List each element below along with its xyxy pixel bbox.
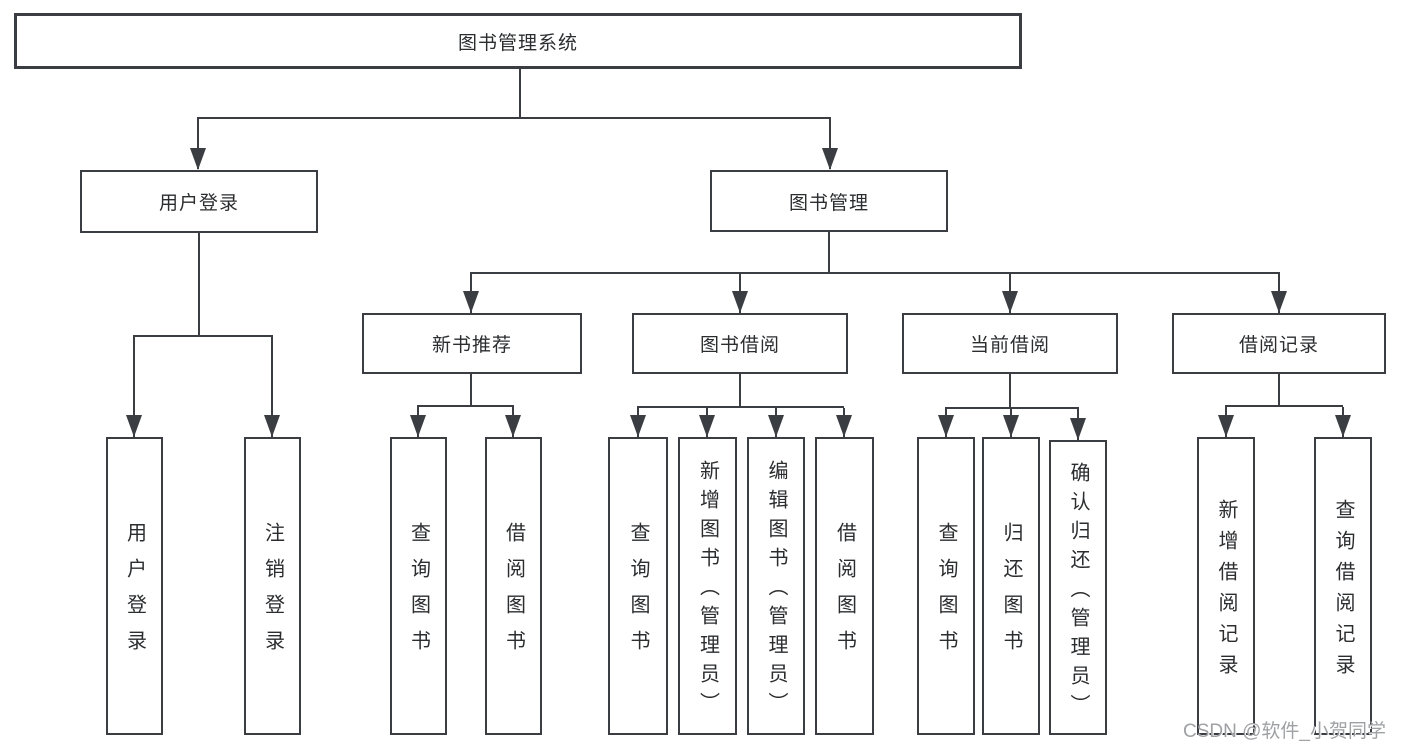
leaf-query-borrow-record: 查询借阅记录 (1314, 437, 1372, 735)
connector-line (470, 272, 1280, 274)
leaf-query-books: 查询图书 (608, 437, 668, 735)
leaf-label: 归还图书 (1000, 522, 1022, 666)
connector-line (470, 374, 472, 405)
connector-line (519, 69, 521, 119)
arrow-down-icon (1218, 415, 1234, 437)
arrow-down-icon (505, 415, 521, 437)
node-label: 借阅记录 (1238, 335, 1319, 356)
arrow-down-icon (630, 415, 646, 437)
leaf-label: 编辑图书（管理员） (765, 460, 787, 721)
node-label: 新书推荐 (431, 335, 512, 356)
arrow-down-icon (1002, 291, 1018, 313)
leaf-label: 查询借阅记录 (1332, 498, 1354, 685)
connector-line (197, 119, 199, 169)
arrow-down-icon (1335, 415, 1351, 437)
arrow-down-icon (126, 415, 142, 437)
leaf-label: 借阅图书 (502, 522, 525, 666)
connector-line (133, 335, 273, 337)
arrow-down-icon (463, 291, 479, 313)
node-book-borrowing: 图书借阅 (632, 313, 848, 374)
leaf-label: 查询图书 (407, 522, 430, 666)
arrow-down-icon (699, 415, 715, 437)
connector-line (133, 337, 135, 437)
arrow-down-icon (938, 415, 954, 437)
leaf-label: 新增图书（管理员） (696, 460, 719, 721)
leaf-query-books: 查询图书 (390, 437, 447, 735)
connector-line (829, 119, 831, 169)
arrow-down-icon (1003, 415, 1019, 437)
arrow-down-icon (732, 291, 748, 313)
node-current-borrowing: 当前借阅 (902, 313, 1118, 374)
leaf-confirm-return-admin: 确认归还（管理员） (1049, 440, 1107, 735)
connector-line (271, 337, 273, 437)
connector-line (828, 232, 830, 272)
connector-line (197, 117, 831, 119)
node-new-book-recommend: 新书推荐 (362, 313, 582, 374)
node-label: 图书借阅 (699, 335, 780, 356)
arrow-down-icon (836, 415, 852, 437)
arrow-down-icon (822, 148, 838, 170)
leaf-user-login: 用户登录 (106, 437, 163, 735)
leaf-label: 确认归还（管理员） (1067, 461, 1089, 723)
connector-line (1009, 374, 1011, 407)
node-label: 当前借阅 (969, 335, 1050, 356)
connector-line (1278, 374, 1280, 405)
leaf-add-borrow-record: 新增借阅记录 (1197, 437, 1255, 735)
arrow-down-icon (264, 415, 280, 437)
leaf-label: 查询图书 (627, 522, 649, 666)
leaf-query-books: 查询图书 (917, 437, 975, 735)
leaf-return-books: 归还图书 (982, 437, 1040, 735)
leaf-label: 借阅图书 (833, 522, 856, 666)
node-label: 用户登录 (158, 193, 239, 214)
arrow-down-icon (1271, 291, 1287, 313)
connector-line (1225, 405, 1343, 407)
leaf-label: 注销登录 (261, 522, 284, 666)
arrow-down-icon (768, 415, 784, 437)
leaf-borrow-books: 借阅图书 (485, 437, 542, 735)
leaf-borrow-books: 借阅图书 (815, 437, 874, 735)
node-user-login: 用户登录 (80, 170, 318, 233)
connector-line (198, 233, 200, 335)
leaf-add-books-admin: 新增图书（管理员） (678, 437, 737, 735)
node-book-management: 图书管理 (710, 170, 948, 232)
connector-line (637, 406, 844, 408)
connector-line (945, 407, 1079, 409)
arrow-down-icon (1070, 418, 1086, 440)
node-label: 图书管理系统 (457, 32, 578, 54)
leaf-edit-books-admin: 编辑图书（管理员） (747, 437, 805, 735)
node-label: 图书管理 (788, 192, 869, 214)
node-borrow-records: 借阅记录 (1172, 313, 1386, 374)
leaf-label: 新增借阅记录 (1215, 498, 1237, 685)
leaf-logout: 注销登录 (244, 437, 301, 735)
leaf-label: 查询图书 (935, 522, 957, 666)
arrow-down-icon (190, 148, 206, 170)
node-library-system: 图书管理系统 (14, 13, 1022, 69)
watermark: CSDN @软件_小贺同学 (1183, 721, 1386, 742)
leaf-label: 用户登录 (123, 522, 146, 666)
arrow-down-icon (410, 415, 426, 437)
connector-line (417, 405, 514, 407)
connector-line (739, 374, 741, 406)
